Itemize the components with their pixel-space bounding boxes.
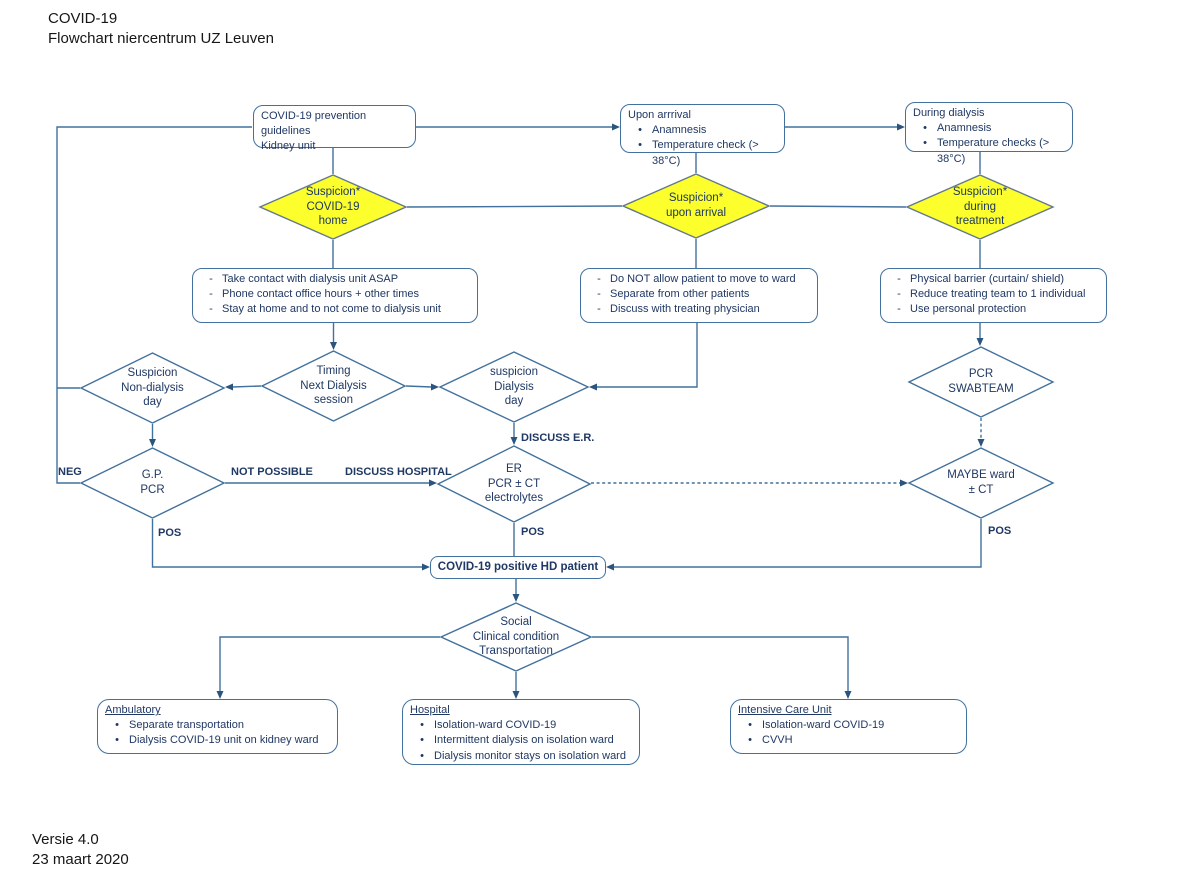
label-discuss-hospital: DISCUSS HOSPITAL [345,466,452,478]
ambulatory-item: Separate transportation [105,718,330,733]
home-action-item: Stay at home and to not come to dialysis… [200,302,470,317]
diamond-shape [622,173,770,239]
pcr-swabteam-text: PCR SWABTEAM [948,368,1014,395]
maybe-ward-text: MAYBE ward ± CT [947,469,1015,496]
upon-arrival-item: Temperature check (> 38°C) [628,138,777,168]
ambulatory-title: Ambulatory [105,704,161,716]
diamond-shape [261,350,406,422]
title-line2: Flowchart niercentrum UZ Leuven [48,30,274,48]
node-prevention-guidelines: COVID-19 prevention guidelines Kidney un… [253,105,416,152]
treatment-action-item: Use personal protection [888,302,1099,317]
label-pos-left: POS [158,527,182,539]
decision-er: ER PCR ± CT electrolytes [437,445,591,523]
during-dialysis-title: During dialysis [913,107,985,119]
triage-text: Social Clinical condition Transportation [472,615,560,658]
decision-suspicion-treatment: Suspicion* during treatment [906,174,1054,240]
diamond-shape [259,174,407,240]
node-ambulatory: Ambulatory Separate transportation Dialy… [97,699,338,754]
arrival-action-item: Separate from other patients [588,287,810,302]
hospital-item: Intermittent dialysis on isolation ward [410,733,632,748]
upon-arrival-title: Upon arrrival [628,109,691,121]
treatment-action-item: Physical barrier (curtain/ shield) [888,272,1099,287]
label-pos-right: POS [988,525,1012,537]
decision-pcr-swabteam: PCR SWABTEAM [908,346,1054,418]
during-dialysis-item: Anamnesis [913,121,1065,136]
suspicion-home-text: Suspicion* COVID-19 home [305,185,361,228]
timing-text: Timing Next Dialysis session [300,364,367,407]
decision-suspicion-home: Suspicion* COVID-19 home [259,174,407,240]
during-dialysis-item: Temperature checks (> 38°C) [913,136,1065,166]
diamond-shape [437,445,591,523]
date-text: 23 maart 2020 [32,851,129,869]
home-action-item: Take contact with dialysis unit ASAP [200,272,470,287]
diamond-shape [80,352,225,424]
version-text: Versie 4.0 [32,831,99,848]
gp-pcr-text: G.P. PCR [140,469,165,496]
node-hospital: Hospital Isolation-ward COVID-19 Intermi… [402,699,640,765]
decision-triage: Social Clinical condition Transportation [440,602,592,672]
icu-item: Isolation-ward COVID-19 [738,718,959,733]
dialysis-day-text: suspicion Dialysis day [490,365,538,408]
title-line1: COVID-19 [48,10,118,27]
version-note: Versie 4.0 23 maart 2020 [32,830,129,871]
suspicion-treatment-text: Suspicion* during treatment [952,185,1008,228]
label-neg: NEG [58,466,82,478]
non-dialysis-day-text: Suspicion Non-dialysis day [121,366,184,409]
decision-non-dialysis-day: Suspicion Non-dialysis day [80,352,225,424]
node-upon-arrival: Upon arrrival Anamnesis Temperature chec… [620,104,785,167]
node-during-dialysis: During dialysis Anamnesis Temperature ch… [905,102,1073,165]
decision-dialysis-day: suspicion Dialysis day [439,351,589,423]
diamond-shape [908,346,1054,418]
diamond-shape [440,602,592,672]
node-positive-patient: COVID-19 positive HD patient [430,556,606,579]
decision-timing: Timing Next Dialysis session [261,350,406,422]
decision-suspicion-arrival: Suspicion* upon arrival [622,173,770,239]
suspicion-arrival-text: Suspicion* upon arrival [665,192,727,219]
arrival-action-item: Discuss with treating physician [588,302,810,317]
decision-maybe-ward: MAYBE ward ± CT [908,447,1054,519]
node-treatment-actions: Physical barrier (curtain/ shield) Reduc… [880,268,1107,323]
arrival-action-item: Do NOT allow patient to move to ward [588,272,810,287]
upon-arrival-item: Anamnesis [628,123,777,138]
diamond-shape [439,351,589,423]
treatment-action-item: Reduce treating team to 1 individual [888,287,1099,302]
label-not-possible: NOT POSSIBLE [231,466,313,478]
hospital-item: Dialysis monitor stays on isolation ward [410,749,632,764]
node-arrival-actions: Do NOT allow patient to move to ward Sep… [580,268,818,323]
diamond-shape [906,174,1054,240]
er-text: ER PCR ± CT electrolytes [484,462,544,505]
node-home-actions: Take contact with dialysis unit ASAP Pho… [192,268,478,323]
label-discuss-er: DISCUSS E.R. [521,432,595,444]
diamond-shape [908,447,1054,519]
label-pos-center: POS [521,526,545,538]
page-title: COVID-19 Flowchart niercentrum UZ Leuven [48,9,274,50]
icu-item: CVVH [738,733,959,748]
home-action-item: Phone contact office hours + other times [200,287,470,302]
icu-title: Intensive Care Unit [738,704,832,716]
node-icu: Intensive Care Unit Isolation-ward COVID… [730,699,967,754]
arrowheads [149,123,985,699]
prevention-text: COVID-19 prevention guidelines Kidney un… [261,110,367,153]
ambulatory-item: Dialysis COVID-19 unit on kidney ward [105,733,330,748]
hospital-title: Hospital [410,704,450,716]
positive-patient-text: COVID-19 positive HD patient [437,560,599,573]
connector-lines [56,126,982,692]
hospital-item: Isolation-ward COVID-19 [410,718,632,733]
decision-gp-pcr: G.P. PCR [80,447,225,519]
diamond-shape [80,447,225,519]
